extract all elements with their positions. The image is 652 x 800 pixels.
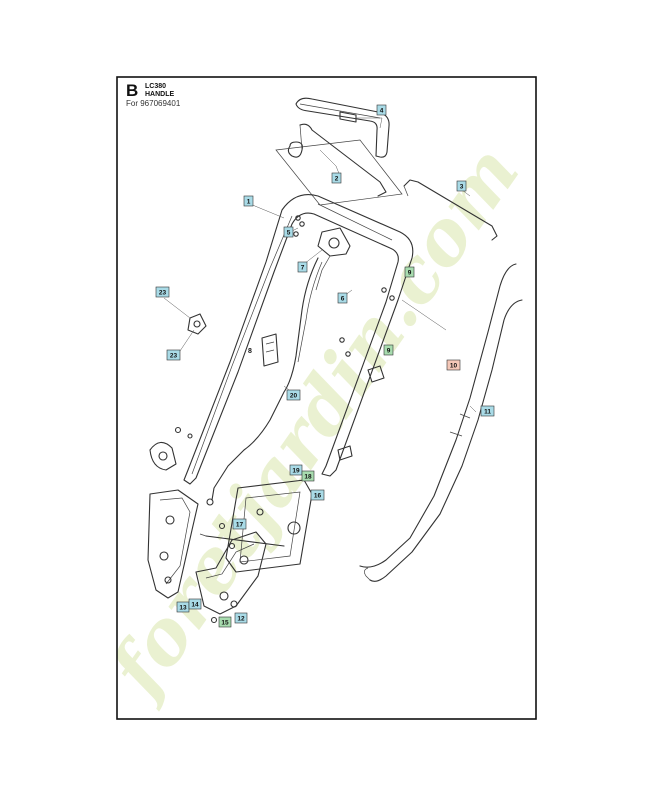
callout-10[interactable]: 10: [446, 359, 461, 371]
svg-text:4: 4: [380, 108, 384, 115]
svg-text:1: 1: [247, 199, 251, 206]
callout-1[interactable]: 1: [243, 195, 254, 207]
callout-16[interactable]: 16: [310, 489, 325, 501]
svg-text:23: 23: [170, 353, 178, 360]
svg-text:5: 5: [287, 230, 291, 237]
callout-23-lower[interactable]: 23: [166, 349, 181, 361]
svg-text:11: 11: [484, 409, 491, 416]
header: B LC380 HANDLE For 967069401: [126, 81, 181, 108]
callout-20[interactable]: 20: [286, 389, 301, 401]
callout-9-lower[interactable]: 9: [383, 344, 394, 356]
for-line: For 967069401: [126, 99, 181, 108]
callout-18[interactable]: 18: [301, 470, 315, 482]
callout-14[interactable]: 14: [188, 598, 202, 610]
inner-cable: [211, 257, 319, 501]
cam-lever: [149, 441, 177, 471]
svg-text:17: 17: [236, 522, 244, 529]
exploded-plane: [275, 139, 403, 206]
leader-10: [401, 299, 447, 331]
section-letter: B: [126, 81, 138, 100]
svg-text:6: 6: [341, 296, 345, 303]
callout-5[interactable]: 5: [283, 226, 294, 238]
top-grip-bar: [295, 97, 390, 158]
svg-text:13: 13: [179, 605, 187, 612]
svg-text:3: 3: [460, 184, 464, 191]
callout-9-upper[interactable]: 9: [404, 266, 415, 278]
watermark-text: foretjardin.com: [91, 131, 536, 715]
svg-text:16: 16: [314, 493, 322, 500]
main-handle: [183, 194, 414, 485]
washers: [174, 426, 238, 624]
svg-text:9: 9: [408, 270, 412, 277]
adjust-knob: [187, 313, 207, 335]
watermark: foretjardin.com: [91, 131, 536, 715]
svg-text:18: 18: [304, 474, 312, 481]
drawing: [147, 97, 523, 624]
callout-4[interactable]: 4: [376, 104, 387, 116]
svg-text:12: 12: [237, 616, 245, 623]
callout-11[interactable]: 11: [480, 405, 495, 417]
small-bracket: [337, 445, 353, 461]
page-frame: [116, 76, 537, 720]
callout-15[interactable]: 15: [218, 616, 232, 628]
svg-text:2: 2: [335, 176, 339, 183]
long-bolt: [205, 535, 285, 547]
callout-23-upper[interactable]: 23: [155, 286, 170, 298]
callout-17[interactable]: 17: [232, 518, 247, 530]
cable-part-11: [359, 263, 523, 582]
model-name: LC380: [145, 83, 166, 90]
cable-clamp: [367, 365, 385, 383]
svg-text:9: 9: [387, 348, 391, 355]
callout-19[interactable]: 19: [289, 464, 303, 476]
lower-left-bracket: [147, 489, 199, 599]
svg-text:10: 10: [450, 363, 458, 370]
callouts: 4 2 3 1 5 7 6 9 9 23 23 10 11 20 19 18 1…: [155, 104, 495, 628]
callout-6[interactable]: 6: [337, 292, 348, 304]
callout-2[interactable]: 2: [331, 172, 342, 184]
label-8: 8: [248, 348, 252, 355]
rod-part-3: [403, 179, 498, 241]
section-name: HANDLE: [145, 91, 174, 98]
svg-text:8: 8: [248, 348, 252, 355]
svg-text:7: 7: [301, 265, 305, 272]
cable-clip: [261, 333, 279, 367]
svg-text:15: 15: [221, 620, 229, 627]
svg-text:14: 14: [191, 602, 199, 609]
svg-text:23: 23: [159, 290, 167, 297]
callout-13[interactable]: 13: [176, 601, 190, 613]
svg-text:19: 19: [292, 468, 300, 475]
leader-lines: [163, 117, 477, 413]
callout-12[interactable]: 12: [234, 612, 248, 624]
control-box: [315, 227, 351, 291]
svg-text:20: 20: [290, 393, 298, 400]
linkage-rod: [287, 123, 387, 197]
callout-7[interactable]: 7: [297, 261, 308, 273]
callout-3[interactable]: 3: [456, 180, 467, 192]
inner-cable-second: [297, 261, 323, 363]
hardware-bolts: [293, 215, 395, 357]
